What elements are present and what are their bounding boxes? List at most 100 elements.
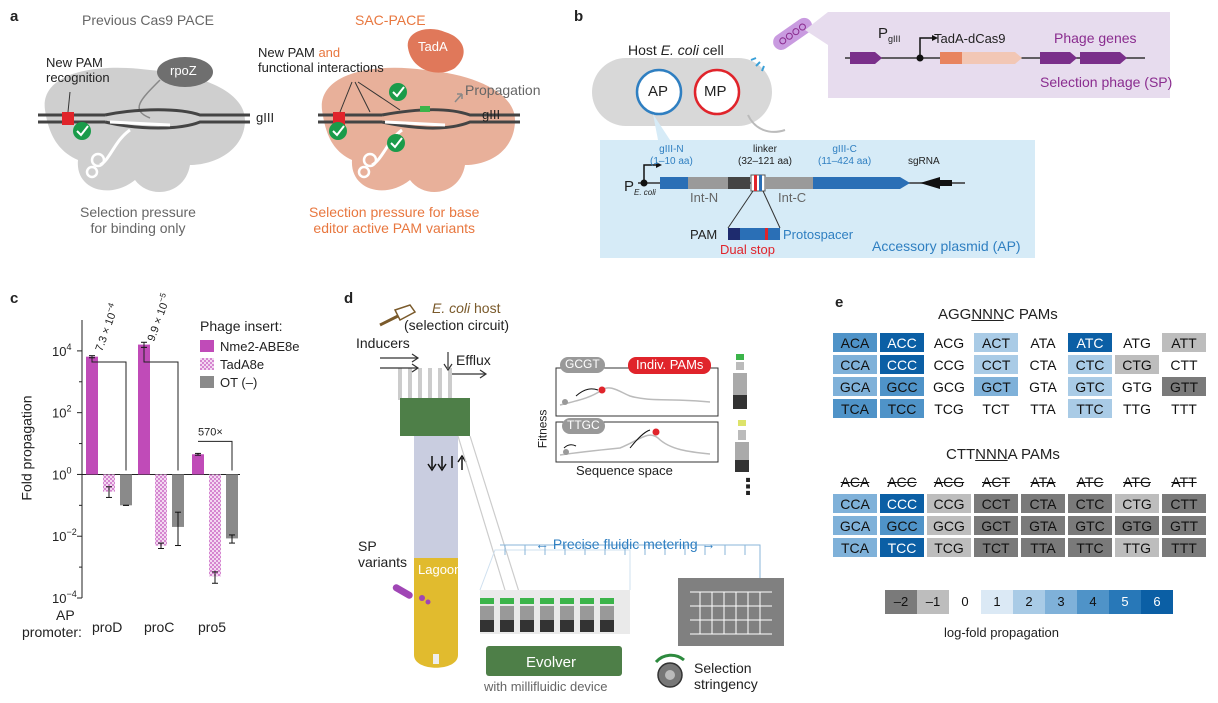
pam-cell: GCT: [974, 516, 1018, 535]
sp-title: Selection phage (SP): [1040, 74, 1173, 90]
pam-cell: TTT: [1162, 399, 1206, 418]
panel-c-letter: c: [10, 290, 19, 307]
pam-cell: CCG: [927, 355, 971, 374]
pam-cell: TTT: [1162, 538, 1206, 557]
rpoz-label: rpoZ: [170, 63, 197, 78]
ap-axis-label: AP: [56, 607, 75, 623]
x-tick-label: pro5: [198, 619, 226, 635]
x-tick-label: proC: [144, 619, 174, 635]
linker-label: linker(32–121 aa): [738, 144, 792, 167]
selection-circuit-label: (selection circuit): [404, 317, 510, 333]
pam-cell: TCG: [927, 538, 971, 557]
ttgc-pill: TTGC: [562, 418, 605, 434]
legend-label: TadA8e: [220, 357, 264, 372]
phage-genes-label: Phage genes: [1054, 30, 1137, 46]
legend-swatch: [200, 340, 214, 352]
scale-swatch: 5: [1109, 590, 1141, 614]
legend-swatch: [200, 358, 214, 370]
panel-a-right-caption: Selection pressure for base editor activ…: [309, 204, 480, 237]
pam-cell: GTA: [1021, 516, 1065, 535]
bar: [155, 474, 167, 546]
pam-cell: ACT: [974, 333, 1018, 352]
int-c-label: Int-C: [778, 190, 807, 205]
pam-cell: GTG: [1115, 516, 1159, 535]
legend-label: OT (–): [220, 375, 257, 390]
pam-cell: ACT: [974, 472, 1018, 491]
evolver-label: Evolver: [526, 654, 577, 671]
pam-cell: ATA: [1021, 472, 1065, 491]
pam-cell: GTT: [1162, 516, 1206, 535]
giii-label-right: gIII: [482, 107, 501, 122]
bar: [103, 474, 115, 492]
pam-cell: GTG: [1115, 377, 1159, 396]
pam-cell: ATT: [1162, 472, 1206, 491]
y-tick-label: 10−4: [52, 589, 77, 606]
giii-c-label: gIII-C(11–424 aa): [818, 144, 872, 167]
bar: [226, 474, 238, 539]
pam-label: PAM: [690, 227, 718, 242]
pam-cell: CCC: [880, 494, 924, 513]
promoter-axis-label: promoter:: [22, 624, 82, 640]
pam-cell: CTC: [1068, 494, 1112, 513]
cas9-blob-right: [321, 67, 515, 192]
check-icon: [329, 122, 347, 140]
y-tick-label: 10−2: [52, 527, 77, 544]
indiv-pams-pill: Indiv. PAMs: [628, 357, 712, 374]
mp-label: MP: [704, 83, 727, 100]
pam-grid-2-title: CTTNNNA PAMs: [946, 446, 1060, 463]
bar: [86, 356, 98, 475]
pam-cell: TCG: [927, 399, 971, 418]
pam-cell: GCA: [833, 516, 877, 535]
x-tick-label: proD: [92, 619, 122, 635]
pam-cell: CTC: [1068, 355, 1112, 374]
scale-swatch: 2: [1013, 590, 1045, 614]
ap-circle: [635, 68, 683, 116]
pam-cell: ACG: [927, 472, 971, 491]
new-pam-recognition-label: New PAM recognition: [46, 55, 110, 85]
panel-a-left-title: Previous Cas9 PACE: [82, 12, 215, 28]
bracket-annotation: 570×: [198, 426, 223, 438]
panel-b-diagram: [592, 12, 1170, 258]
host-cell-label: Host E. coli cell: [628, 42, 724, 58]
ap-title: Accessory plasmid (AP): [872, 238, 1021, 254]
bracket: [143, 342, 179, 471]
pam-cell: GCC: [880, 377, 924, 396]
pam-cell: CTT: [1162, 355, 1206, 374]
pam-cell: ACC: [880, 472, 924, 491]
pam-cell: TCC: [880, 399, 924, 418]
pam-cell: ACG: [927, 333, 971, 352]
propagation-label: Propagation: [465, 82, 541, 98]
legend-swatch: [200, 376, 214, 388]
check-icon: [73, 122, 91, 140]
pam-cell: TTA: [1021, 538, 1065, 557]
scale-swatch: 3: [1045, 590, 1077, 614]
bar: [120, 474, 132, 506]
ellipsis-icon: ⋮: [737, 474, 759, 499]
scale-swatch: –2: [885, 590, 917, 614]
bracket-annotation: 7.3 × 10−4: [91, 301, 122, 353]
pam-cell: TCC: [880, 538, 924, 557]
panel-a-letter: a: [10, 8, 19, 25]
pam-cell: ATT: [1162, 333, 1206, 352]
pam-cell: GCG: [927, 377, 971, 396]
scale-swatch: 4: [1077, 590, 1109, 614]
pam-cell: TTA: [1021, 399, 1065, 418]
evolver-box: [486, 646, 622, 676]
mp-circle: [693, 68, 741, 116]
inducers-label: Inducers: [356, 335, 410, 351]
pam-cell: ATC: [1068, 472, 1112, 491]
pam-cell: TCA: [833, 538, 877, 557]
pam-cell: TTC: [1068, 399, 1112, 418]
pam-cell: TTG: [1115, 538, 1159, 557]
bar: [172, 474, 184, 527]
bracket-annotation: 9.9 × 10−5: [143, 291, 174, 343]
sequence-space-label: Sequence space: [576, 463, 673, 478]
pam-cell: TCA: [833, 399, 877, 418]
